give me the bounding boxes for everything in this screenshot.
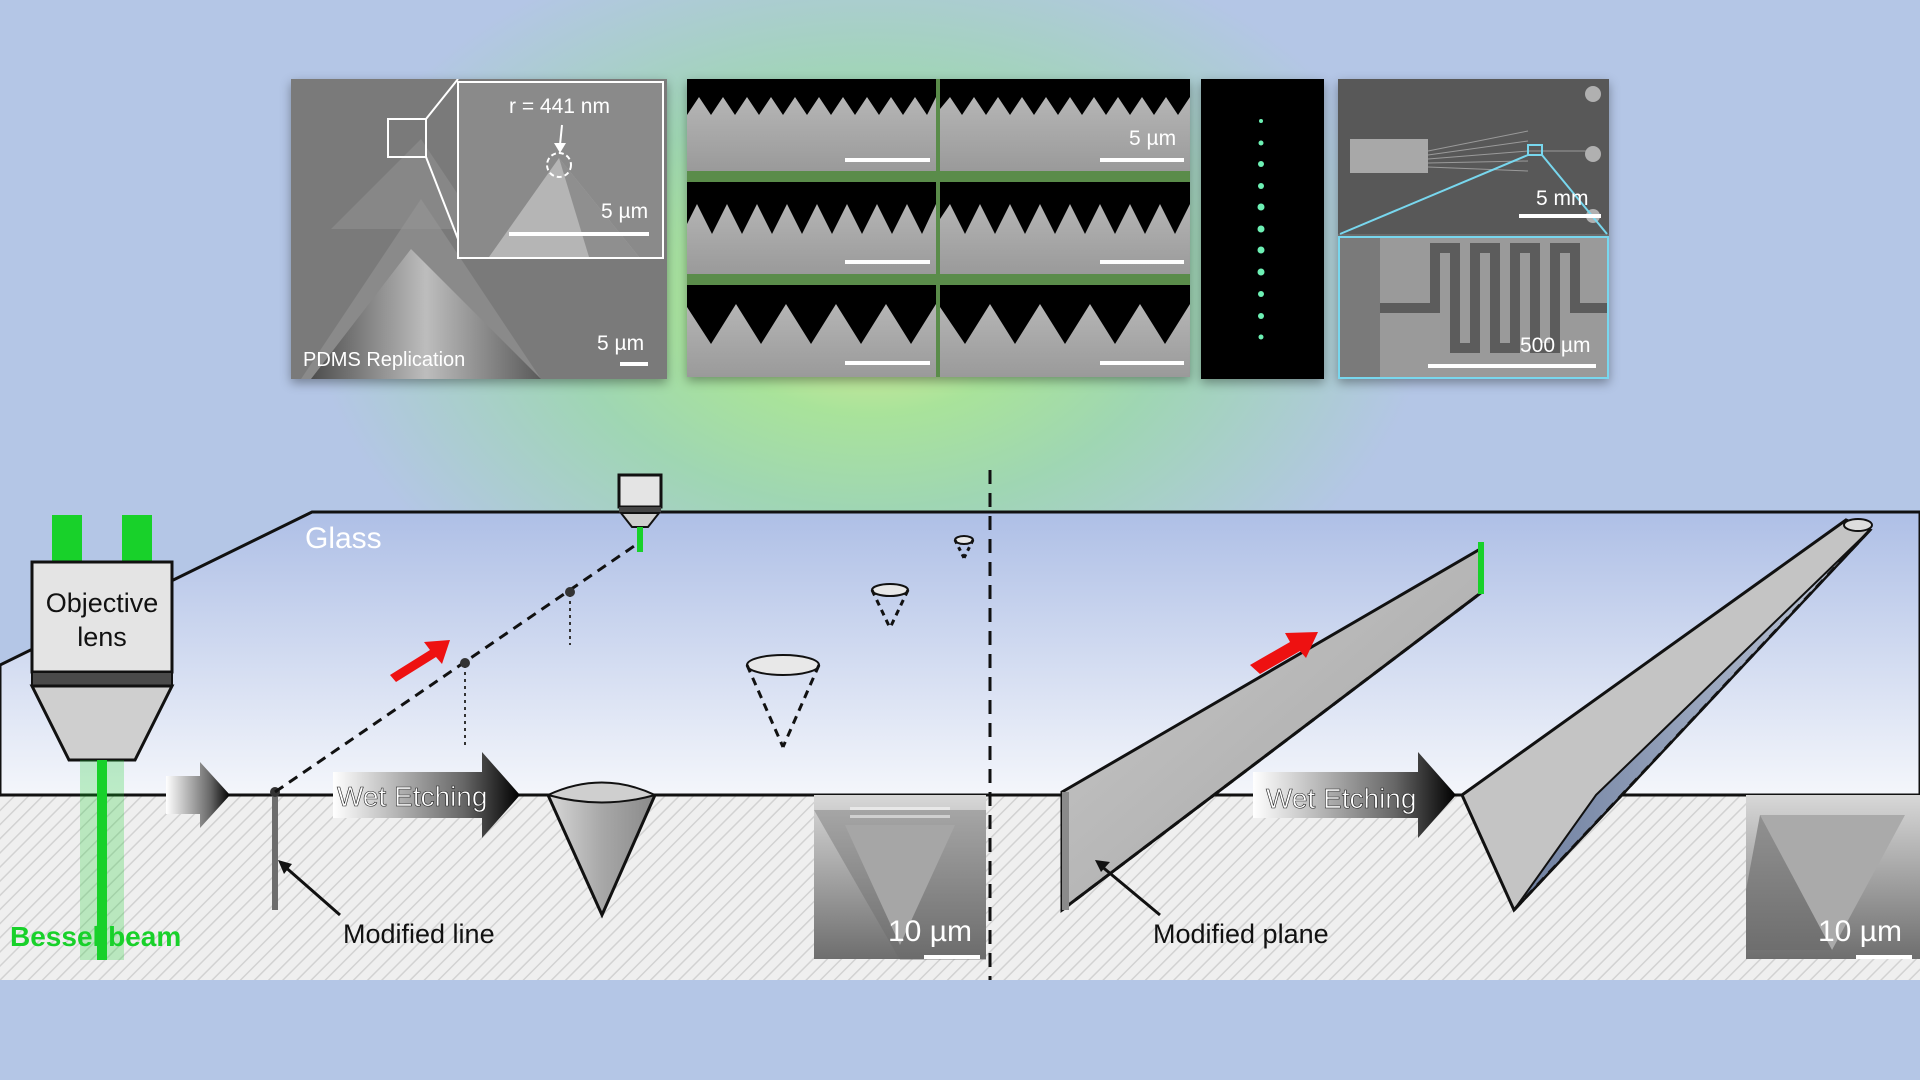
plane-beam-mark (1478, 542, 1484, 594)
pdms-caption: PDMS Replication (303, 349, 466, 371)
grating-grid-panel: 5 µm (687, 79, 1190, 377)
sem-inset-left (814, 795, 986, 960)
modified-plane-label: Modified plane (1153, 919, 1329, 949)
scan-direction-arrow-left (390, 640, 450, 682)
grating-scalebar-4 (1100, 260, 1184, 264)
chip-scale-top-bar (1519, 214, 1601, 218)
wet-etching-arrow-right (1253, 752, 1456, 838)
sem-inset-right (1746, 795, 1920, 959)
process-schematic: Objective lens Glass Modified line (0, 470, 1920, 980)
objective-nose (29, 684, 175, 762)
scan-path (274, 540, 641, 794)
input-beam-right (122, 515, 152, 565)
chip-inset: 500 µm (1338, 236, 1609, 379)
wet-etching-arrow-left (333, 752, 520, 838)
inset-scale-bar (509, 232, 649, 236)
pdms-inset: r = 441 nm 5 µm (457, 81, 664, 259)
chip-sem-image (1338, 79, 1609, 235)
modified-line-label: Modified line (343, 919, 495, 949)
grating-scalebar-3 (845, 260, 930, 264)
glass-label: Glass (305, 522, 382, 555)
objective-label-line1: Objective (46, 588, 159, 618)
grating-images (687, 79, 1190, 377)
chip-panel: 5 mm 500 µm (1338, 79, 1609, 379)
pdms-scale-bar (620, 362, 648, 366)
small-objective (617, 473, 663, 509)
scan-direction-arrow-right (1250, 632, 1318, 674)
serpentine-channel (1340, 238, 1607, 377)
chip-scale-top-label: 5 mm (1536, 187, 1589, 210)
input-beam-left (52, 515, 82, 565)
fluorescent-dots (1257, 119, 1265, 340)
pdms-scale-label: 5 µm (597, 332, 645, 355)
grating-scale-label: 5 µm (1129, 127, 1177, 150)
scale-label-right: 10 µm (1818, 915, 1902, 948)
radius-label: r = 441 nm (509, 95, 610, 118)
process-diagram: Objective lens Glass Modified line (0, 470, 1920, 980)
bessel-beam-label: Bessel beam (10, 921, 181, 952)
objective-body (30, 560, 174, 674)
objective-label-line2: lens (77, 622, 127, 652)
fluorescence-panel (1201, 79, 1324, 379)
grating-scalebar-1 (845, 158, 930, 162)
modified-plane-pointer (1099, 863, 1161, 917)
grating-scalebar-6 (1100, 361, 1184, 365)
chip-scale-bottom-label: 500 µm (1520, 334, 1591, 357)
wet-etching-label-right: Wet Etching (1266, 783, 1416, 814)
grating-scalebar-2 (1100, 158, 1184, 162)
scale-label-left: 10 µm (888, 915, 972, 948)
grating-scalebar-5 (845, 361, 930, 365)
pdms-replication-panel: r = 441 nm 5 µm PDMS Replication 5 µm (291, 79, 667, 379)
process-arrow-1 (166, 762, 230, 828)
bessel-beam-core (97, 760, 107, 960)
chip-scale-bottom-bar (1428, 364, 1596, 368)
wet-etching-label-left: Wet Etching (337, 781, 487, 812)
inset-scale-label: 5 µm (601, 200, 649, 223)
modified-line-pointer (282, 863, 341, 917)
